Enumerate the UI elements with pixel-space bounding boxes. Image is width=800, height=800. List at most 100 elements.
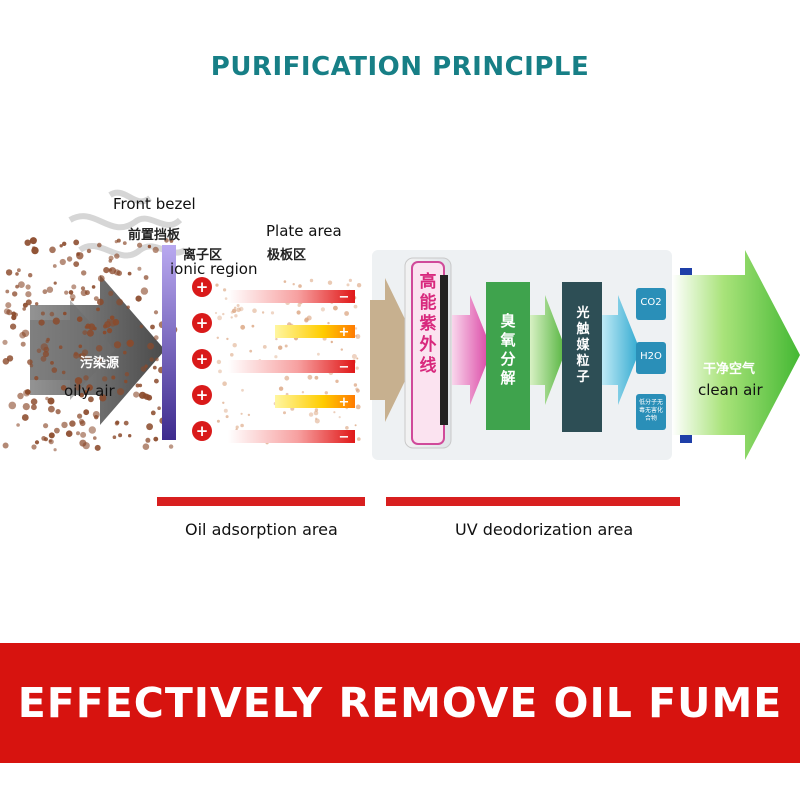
oil-particle bbox=[53, 448, 57, 452]
oil-particle bbox=[236, 307, 241, 313]
oil-particle bbox=[93, 296, 99, 301]
oil-particle bbox=[355, 387, 359, 391]
ionic-region: +++++ bbox=[192, 277, 212, 441]
oil-particle bbox=[21, 414, 29, 421]
oil-particle bbox=[153, 310, 159, 315]
oil-particle bbox=[25, 284, 31, 290]
oil-particle bbox=[103, 267, 110, 274]
oil-particle bbox=[94, 444, 101, 451]
oil-particle bbox=[2, 442, 9, 449]
oil-particle bbox=[59, 258, 66, 266]
oil-particle bbox=[104, 321, 111, 328]
oil-particle bbox=[314, 375, 319, 380]
oil-particle bbox=[51, 367, 58, 373]
oil-area-band bbox=[157, 497, 365, 506]
oil-particle bbox=[135, 295, 142, 302]
oil-particle bbox=[45, 396, 49, 401]
oil-particle bbox=[152, 365, 157, 370]
oil-particle bbox=[79, 392, 84, 398]
oil-particle bbox=[354, 424, 357, 427]
oil-particle bbox=[82, 349, 89, 356]
oil-particle bbox=[42, 351, 50, 358]
oil-particle bbox=[111, 375, 116, 380]
oil-particle bbox=[230, 353, 234, 357]
uv-lamp-label: 高能紫外线 bbox=[419, 272, 437, 376]
oil-particle bbox=[215, 283, 219, 287]
oil-particle bbox=[330, 340, 333, 344]
oil-particle bbox=[10, 323, 17, 330]
oil-particle bbox=[2, 358, 10, 365]
oil-particle bbox=[283, 280, 287, 283]
oil-particle bbox=[88, 426, 97, 434]
oil-particle bbox=[230, 316, 233, 319]
clean-air-label-zh: 干净空气 bbox=[703, 362, 756, 377]
page-title: PURIFICATION PRINCIPLE bbox=[210, 52, 590, 82]
oil-particle bbox=[76, 252, 80, 256]
oil-particle bbox=[143, 275, 149, 280]
oil-particle bbox=[36, 348, 42, 354]
oil-particle bbox=[313, 410, 319, 416]
plate-sign: + bbox=[339, 325, 350, 340]
oil-particle bbox=[16, 423, 20, 427]
oil-particle bbox=[31, 444, 37, 450]
plate-negative bbox=[228, 430, 355, 443]
ion-symbol: + bbox=[196, 314, 209, 332]
oil-particle bbox=[147, 244, 152, 249]
oil-particle bbox=[356, 283, 362, 288]
oil-particle bbox=[22, 403, 30, 411]
oil-particle bbox=[11, 314, 17, 321]
oil-particle bbox=[28, 273, 33, 278]
oil-particle bbox=[35, 302, 39, 306]
oil-particle bbox=[53, 281, 57, 285]
oil-particle bbox=[74, 377, 83, 385]
oil-particle bbox=[112, 435, 117, 440]
oil-particle bbox=[76, 431, 80, 436]
oil-particle bbox=[50, 361, 54, 365]
oil-particle bbox=[307, 374, 313, 380]
oil-particle bbox=[123, 420, 129, 426]
oil-particle bbox=[283, 411, 286, 415]
photocatalyst-box bbox=[562, 282, 602, 432]
front-bezel-label-zh: 前置挡板 bbox=[128, 228, 181, 243]
oil-particle bbox=[356, 357, 359, 360]
oil-particle bbox=[55, 409, 61, 415]
oil-particle bbox=[137, 242, 143, 248]
oil-particle bbox=[97, 298, 104, 306]
oil-particle bbox=[108, 259, 113, 263]
purification-diagram: +++++ −+−+− bbox=[2, 189, 800, 460]
oil-particle bbox=[118, 433, 123, 438]
oil-particle bbox=[232, 308, 237, 313]
front-bezel-label: Front bezel bbox=[113, 195, 196, 213]
plate-negative bbox=[228, 360, 355, 373]
plate-sign: − bbox=[339, 430, 350, 445]
oil-particle bbox=[108, 290, 114, 296]
oil-particle bbox=[71, 284, 77, 290]
oil-particle bbox=[335, 379, 339, 383]
harmless-tag bbox=[636, 394, 666, 430]
co2-label: CO2 bbox=[640, 297, 662, 308]
oil-particle bbox=[216, 336, 219, 339]
oil-particle bbox=[80, 431, 87, 438]
photocatalyst-label: 光触媒粒子 bbox=[576, 306, 590, 385]
oil-particle bbox=[226, 337, 229, 341]
oil-particle bbox=[73, 261, 80, 267]
ion-symbol: + bbox=[196, 386, 209, 404]
oil-particle bbox=[225, 415, 229, 419]
oil-particle bbox=[251, 324, 255, 328]
oil-particle bbox=[222, 401, 225, 404]
ion-symbol: + bbox=[196, 278, 209, 296]
oil-particle bbox=[252, 308, 257, 313]
clean-air-arrow bbox=[672, 250, 800, 460]
h2o-label: H2O bbox=[640, 351, 662, 362]
uv-area-label: UV deodorization area bbox=[455, 520, 634, 539]
oil-particle bbox=[355, 334, 361, 339]
oil-particle bbox=[48, 432, 55, 439]
oil-particle bbox=[235, 428, 238, 431]
oil-particle bbox=[324, 391, 328, 395]
oil-particle bbox=[114, 253, 120, 259]
plate-sign: + bbox=[339, 395, 350, 410]
oil-particle bbox=[123, 350, 127, 355]
oil-particle bbox=[2, 339, 8, 345]
oil-particle bbox=[11, 311, 17, 317]
oil-particle bbox=[270, 311, 275, 315]
